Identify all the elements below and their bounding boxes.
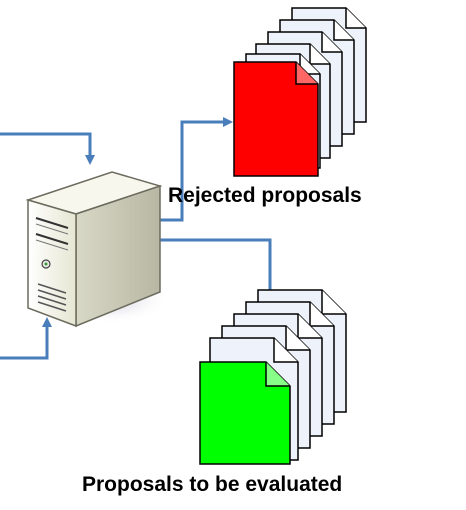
incoming-arrow-bottom <box>0 317 52 360</box>
server-computer-icon <box>25 171 170 328</box>
evaluated-document-icon <box>199 361 291 465</box>
proposals-to-be-evaluated-label: Proposals to be evaluated <box>82 473 343 496</box>
rejected-document-stack <box>233 7 367 177</box>
incoming-arrow-top <box>0 132 95 165</box>
evaluated-arrow <box>155 238 275 301</box>
evaluated-document-stack <box>199 289 347 465</box>
connectors <box>0 117 275 360</box>
rejected-proposals-label: Rejected proposals <box>168 184 362 207</box>
rejected-arrow <box>155 117 233 222</box>
rejected-document-icon <box>233 61 319 177</box>
